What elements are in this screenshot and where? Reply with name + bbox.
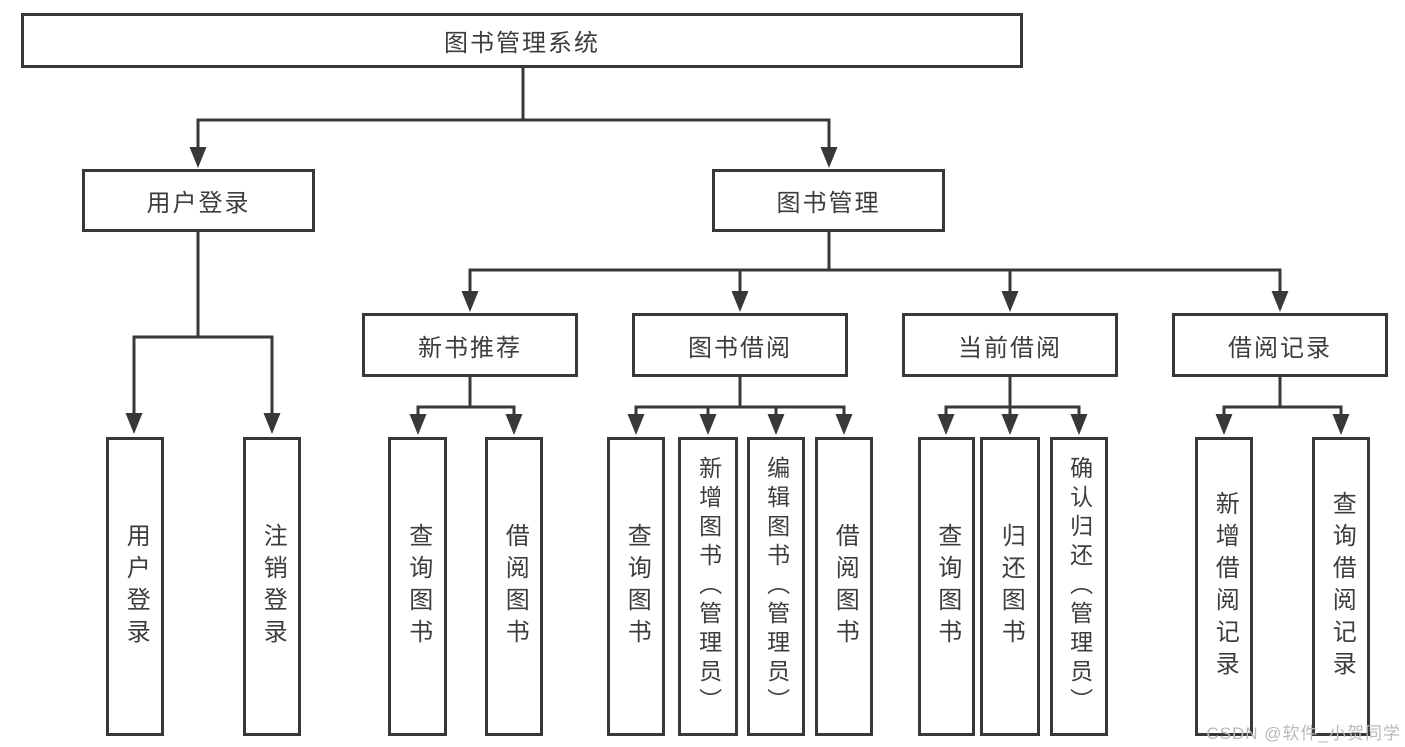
node-root-label: 图书管理系统 (444, 30, 600, 57)
arrowhead-down-icon (1332, 414, 1350, 435)
connector-root-to-level2 (189, 64, 838, 168)
arrowhead-down-icon (505, 414, 523, 435)
leaf-borrow-edit-book: 编辑图书（管理员） (747, 437, 805, 736)
arrowhead-down-icon (767, 414, 785, 435)
leaf-user-login-label: 用户登录 (122, 522, 150, 651)
leaf-rec-query-book-label: 查询图书 (404, 522, 432, 651)
node-current-borrow-label: 当前借阅 (958, 334, 1062, 362)
leaf-user-login: 用户登录 (106, 437, 164, 736)
connector-book-borrow-to-leaves (627, 375, 853, 435)
leaf-rec-borrow-book: 借阅图书 (485, 437, 543, 736)
node-new-book-rec-label: 新书推荐 (418, 334, 522, 362)
node-root: 图书管理系统 (21, 13, 1023, 68)
leaf-record-query: 查询借阅记录 (1312, 437, 1370, 736)
node-borrow-record: 借阅记录 (1172, 313, 1388, 377)
connector-line (468, 268, 1282, 296)
connector-line (634, 405, 846, 419)
arrowhead-down-icon (1001, 414, 1019, 435)
leaf-record-query-label: 查询借阅记录 (1328, 490, 1356, 683)
leaf-borrow-borrow-book-label: 借阅图书 (831, 522, 859, 651)
arrowhead-down-icon (835, 414, 853, 435)
leaf-current-confirm-return-label: 确认归还（管理员） (1066, 456, 1093, 717)
node-user-login-label: 用户登录 (146, 190, 251, 217)
csdn-watermark: CSDN @软件_小贺同学 (1206, 724, 1401, 743)
leaf-current-query-book-label: 查询图书 (933, 522, 961, 651)
arrowhead-down-icon (937, 414, 955, 435)
leaf-record-add: 新增借阅记录 (1195, 437, 1253, 736)
arrowhead-down-icon (1215, 414, 1233, 435)
connector-current-borrow-to-leaves (937, 375, 1088, 435)
node-borrow-record-label: 借阅记录 (1228, 334, 1332, 362)
leaf-rec-query-book: 查询图书 (388, 437, 447, 736)
connector-line (132, 335, 274, 418)
arrowhead-down-icon (461, 291, 479, 312)
node-book-mgmt: 图书管理 (712, 169, 945, 232)
leaf-current-return-book-label: 归还图书 (997, 522, 1025, 651)
arrowhead-down-icon (731, 291, 749, 312)
connector-new-book-rec-to-leaves (409, 375, 523, 435)
leaf-current-query-book: 查询图书 (918, 437, 975, 736)
leaf-current-confirm-return: 确认归还（管理员） (1050, 437, 1108, 736)
node-new-book-rec: 新书推荐 (362, 313, 578, 377)
arrowhead-down-icon (1001, 291, 1019, 312)
arrowhead-down-icon (1271, 291, 1289, 312)
leaf-logout: 注销登录 (243, 437, 301, 736)
leaf-borrow-borrow-book: 借阅图书 (815, 437, 873, 736)
connector-user-login-to-leaves (125, 228, 281, 434)
node-book-mgmt-label: 图书管理 (776, 190, 881, 217)
arrowhead-down-icon (409, 414, 427, 435)
node-book-borrow: 图书借阅 (632, 313, 848, 377)
connector-line (944, 405, 1081, 419)
arrowhead-down-icon (1070, 414, 1088, 435)
leaf-record-add-label: 新增借阅记录 (1211, 490, 1239, 683)
node-user-login: 用户登录 (82, 169, 315, 232)
leaf-borrow-query-book-label: 查询图书 (623, 522, 651, 651)
leaf-logout-label: 注销登录 (259, 522, 287, 651)
arrowhead-down-icon (627, 414, 645, 435)
connector-book-mgmt-to-level3 (461, 228, 1289, 312)
connector-line (416, 405, 516, 419)
leaf-borrow-query-book: 查询图书 (607, 437, 665, 736)
arrowhead-down-icon (189, 147, 207, 168)
connector-borrow-record-to-leaves (1215, 375, 1350, 435)
arrowhead-down-icon (263, 413, 281, 434)
leaf-rec-borrow-book-label: 借阅图书 (501, 522, 529, 651)
arrowhead-down-icon (820, 147, 838, 168)
node-book-borrow-label: 图书借阅 (688, 334, 792, 362)
leaf-borrow-edit-book-label: 编辑图书（管理员） (763, 456, 790, 717)
leaf-current-return-book: 归还图书 (980, 437, 1040, 736)
leaf-borrow-add-book-label: 新增图书（管理员） (695, 456, 722, 717)
arrowhead-down-icon (125, 413, 143, 434)
leaf-borrow-add-book: 新增图书（管理员） (678, 437, 738, 736)
arrowhead-down-icon (699, 414, 717, 435)
connector-line (196, 118, 831, 152)
connector-line (1222, 405, 1343, 419)
node-current-borrow: 当前借阅 (902, 313, 1118, 377)
